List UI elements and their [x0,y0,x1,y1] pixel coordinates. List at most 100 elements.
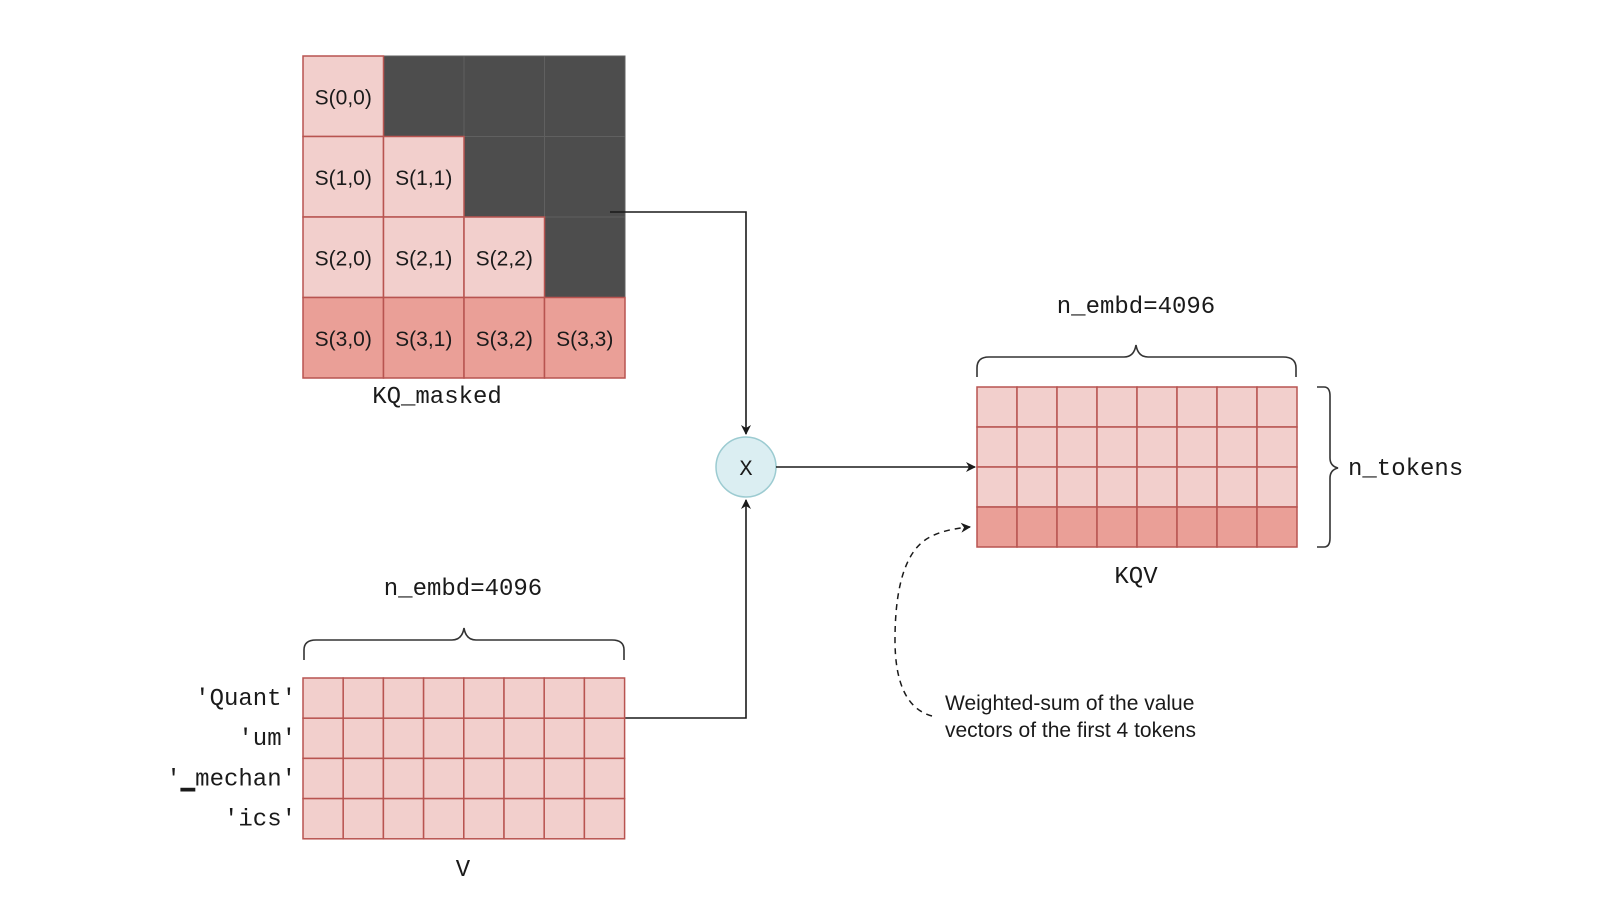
kqv-cell [1136,426,1178,468]
score-cell [463,296,546,379]
kqv-cell [1136,466,1178,508]
masked-cell [544,216,626,298]
score-cell [382,135,465,218]
score-cell-label: S(2,1) [395,247,452,270]
v-cell [543,717,586,760]
v-cell [463,757,505,800]
kqv-cell [1096,466,1138,508]
masked-cell [544,55,626,137]
kqv-cell [1216,466,1258,508]
multiply-symbol: X [739,457,752,482]
annotation-line-2: vectors of the first 4 tokens [945,719,1196,742]
v-cell [342,757,385,800]
kqv-cell [1176,426,1218,468]
v-cell [302,677,344,719]
score-cell-label: S(2,0) [315,247,372,270]
v-row-labels: 'Quant''um''▁mechan''ics' [166,686,296,834]
v-label: V [456,857,471,884]
kqv-cell [1136,386,1178,428]
kqv-cell [1136,506,1178,548]
v-cell [302,717,344,760]
v-cell [382,757,425,800]
kqv-cell [1016,426,1058,468]
kqv-cell [1016,386,1058,428]
v-cell [463,717,505,760]
score-cell [463,216,546,299]
kqv-side-brace [1317,386,1339,548]
kqv-cell [1056,386,1098,428]
kqv-cell [1216,506,1258,548]
v-brace [303,627,625,660]
kqv-top-brace [976,344,1297,377]
masked-cell [544,136,626,218]
kqv-cell [1096,506,1138,548]
v-row-label: '▁mechan' [166,766,296,793]
v-cell [463,797,505,840]
score-cell-label: S(2,2) [476,247,533,270]
annotation-line-1: Weighted-sum of the value [945,692,1194,715]
v-cell [342,717,385,760]
score-cell-label: S(3,3) [556,328,613,351]
score-cell [543,296,626,379]
kqv-cell [1256,506,1298,548]
masked-cell [463,55,545,137]
kqv-cell [1016,506,1058,548]
score-cell-label: S(3,2) [476,328,533,351]
score-cell-label: S(1,1) [395,167,452,190]
v-cell [422,717,465,760]
kqv-cell [1016,466,1058,508]
score-cell [382,296,465,379]
kqv-cell [1216,426,1258,468]
v-cell [422,677,465,719]
kqv-cell [1216,386,1258,428]
kq-masked-matrix: S(0,0) S(1,0) S(1,1) S(2,0) S(2,1) S(2,2) S(3,… [302,55,626,379]
kqv-cell [1056,466,1098,508]
v-cell [302,797,344,840]
kqv-label: KQV [1114,564,1158,591]
v-dim-label: n_embd=4096 [384,576,542,603]
v-cell [382,797,425,840]
kqv-cell [976,506,1018,548]
v-cell [503,677,545,719]
score-cell [302,296,385,379]
v-cell [302,757,344,800]
kqv-cell [1256,426,1298,468]
v-row-label: 'Quant' [195,686,296,713]
v-cell [503,717,545,760]
v-cell [503,797,545,840]
kqv-cell [976,386,1018,428]
v-cell [503,757,545,800]
score-cell-label: S(1,0) [315,167,372,190]
kq-masked-label: KQ_masked [372,384,502,411]
kqv-cell [1096,426,1138,468]
kqv-cell [1056,426,1098,468]
v-cell [543,677,586,719]
masked-cell [383,55,465,137]
v-cell [583,757,626,800]
kqv-cell [976,426,1018,468]
kqv-cell [1096,386,1138,428]
kqv-cell [1256,466,1298,508]
score-cell-label: S(3,1) [395,328,452,351]
v-row-label: 'um' [238,726,296,753]
kqv-dim-label: n_embd=4096 [1057,294,1215,321]
kqv-side-label: n_tokens [1348,456,1463,483]
masked-cell [463,136,545,218]
kqv-cell [1176,466,1218,508]
kqv-matrix [976,386,1298,548]
v-cell [422,757,465,800]
v-cell [342,677,385,719]
v-cell [382,677,425,719]
v-cell [543,757,586,800]
kqv-cell [1176,506,1218,548]
kqv-cell [976,466,1018,508]
v-cell [382,717,425,760]
kqv-cell [1256,386,1298,428]
score-cell-label: S(0,0) [315,86,372,109]
v-cell [583,717,626,760]
kq-to-multiply-arrow [610,211,751,435]
v-cell [342,797,385,840]
v-cell [463,677,505,719]
v-to-multiply-arrow [610,499,751,719]
